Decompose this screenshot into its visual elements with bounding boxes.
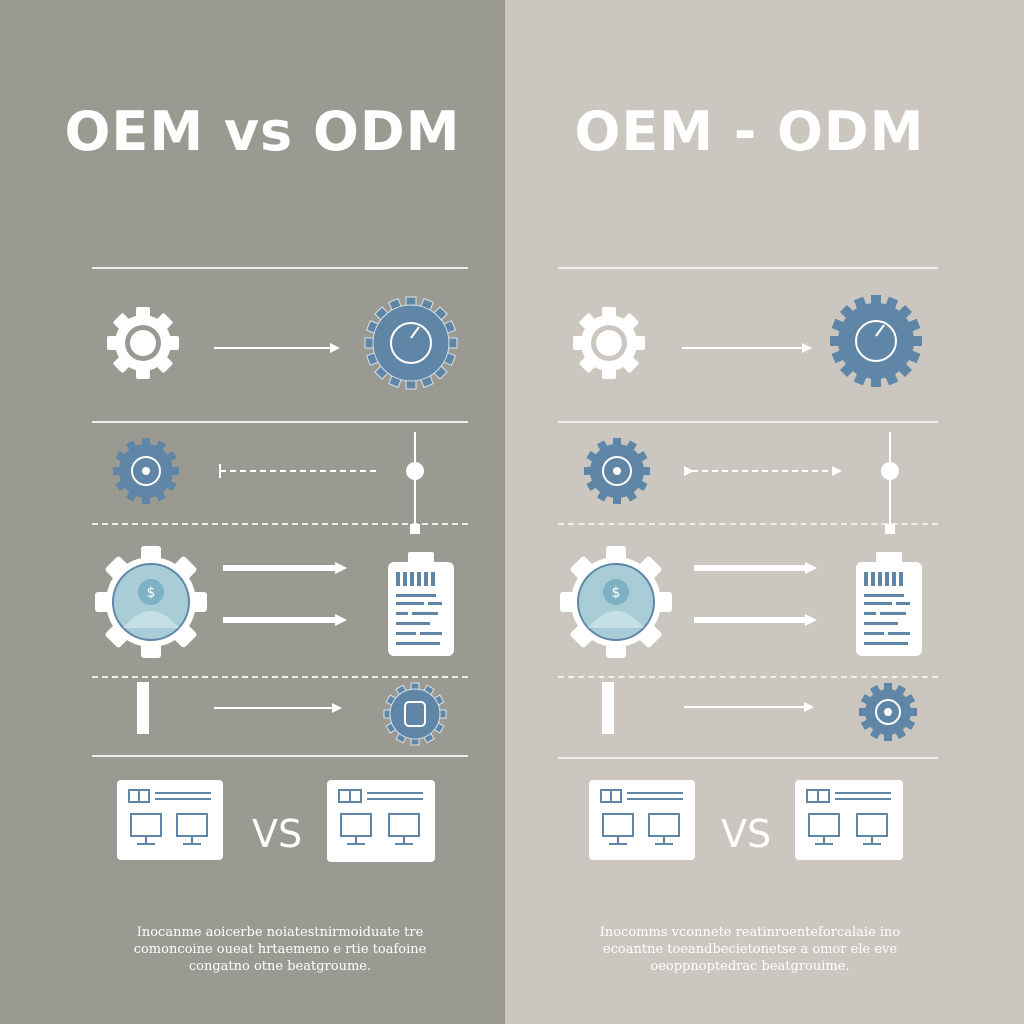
- person-gear-icon: $: [95, 546, 207, 658]
- caption-line: Inocanme aoicerbe noiatestnirmoiduate tr…: [136, 925, 424, 940]
- dashed-divider: [92, 523, 468, 525]
- caption-line: ecoantne toeandbecietonetse a omor ele e…: [602, 942, 898, 957]
- blue-gear-icon: [383, 682, 447, 746]
- svg-text:$: $: [612, 585, 621, 601]
- vs-label: VS: [252, 812, 303, 856]
- vs-label: VS: [721, 812, 772, 856]
- dashed-divider: [558, 676, 938, 678]
- bar-icon: [602, 682, 614, 734]
- caption-line: congatno otne beatgroume.: [188, 959, 372, 974]
- blue-gear-icon: [364, 296, 458, 390]
- document-icon: [388, 552, 454, 656]
- white-gear-icon: [107, 307, 179, 379]
- panel-card-icon: [327, 780, 435, 862]
- node-icon: [881, 462, 899, 480]
- blue-gear-icon: [859, 683, 917, 741]
- node-icon: [406, 462, 424, 480]
- blue-gear-icon: [830, 295, 922, 387]
- right-title: OEM - ODM: [574, 100, 925, 163]
- caption-line: oeoppnoptedrac beatgrouime.: [650, 959, 850, 974]
- white-gear-icon: [573, 307, 645, 379]
- caption: Inocomms vconnete reatinroenteforcalaie …: [575, 924, 925, 975]
- person-gear-icon: $: [560, 546, 672, 658]
- divider: [92, 755, 468, 757]
- left-title: OEM vs ODM: [64, 100, 461, 163]
- bar-icon: [137, 682, 149, 734]
- panel-card-icon: [589, 780, 695, 860]
- divider: [92, 267, 468, 269]
- blue-gear-icon: [113, 438, 179, 504]
- dashed-divider: [92, 676, 468, 678]
- left-panel: OEM vs ODM VS Inocanme aoicerbe noiatest…: [0, 0, 505, 1024]
- svg-text:$: $: [147, 585, 156, 601]
- panel-card-icon: [795, 780, 903, 860]
- divider: [558, 421, 938, 423]
- caption-line: Inocomms vconnete reatinroenteforcalaie …: [599, 925, 901, 940]
- dashed-divider: [558, 523, 938, 525]
- divider: [558, 757, 938, 759]
- document-icon: [856, 552, 922, 656]
- caption: Inocanme aoicerbe noiatestnirmoiduate tr…: [110, 924, 450, 975]
- divider: [558, 267, 938, 269]
- divider: [92, 421, 468, 423]
- blue-gear-icon: [584, 438, 650, 504]
- caption-line: comoncoine oueat hrtaemeno e rtie toafoi…: [133, 942, 427, 957]
- panel-card-icon: [117, 780, 223, 860]
